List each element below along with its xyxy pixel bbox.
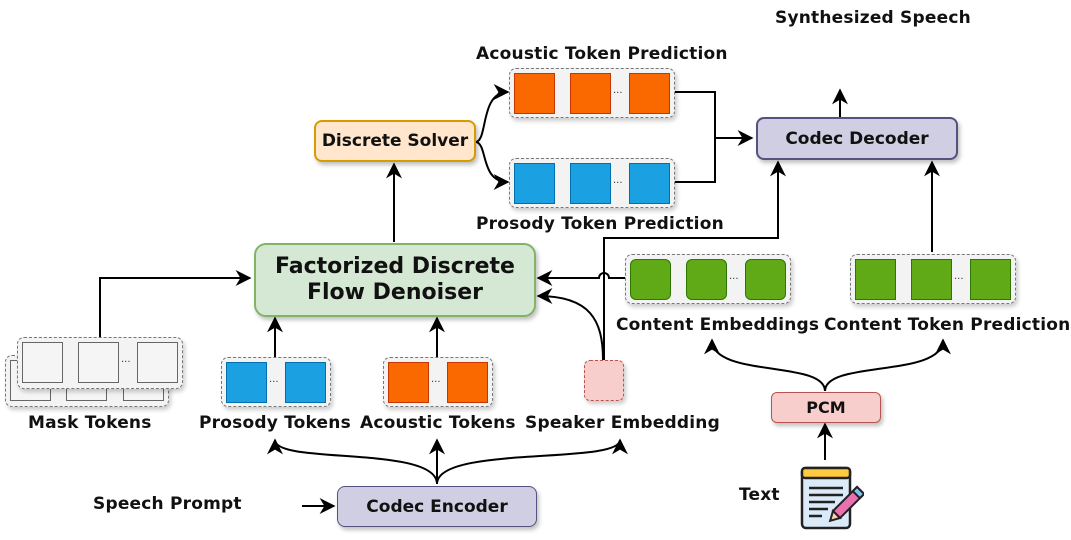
content-token-prediction-label: Content Token Prediction	[824, 315, 1071, 335]
content-embedding	[745, 259, 786, 300]
wire-mask-to-denoiser	[99, 270, 252, 337]
ellipsis: ...	[729, 271, 739, 282]
content-token	[911, 259, 952, 300]
wire-speaker-to-denoiser	[536, 288, 604, 361]
ellipsis: ...	[613, 85, 623, 96]
codec-decoder-box: Codec Decoder	[756, 117, 958, 160]
codec-encoder-label: Codec Encoder	[366, 496, 508, 517]
wire-speaker-to-decoder	[603, 160, 786, 360]
mask-tokens-label: Mask Tokens	[28, 413, 152, 433]
wire-encoder-to-speaker	[436, 438, 628, 485]
prosody-tokens-label: Prosody Tokens	[199, 413, 351, 433]
speech-prompt-label: Speech Prompt	[93, 494, 242, 514]
wire-content-to-denoiser	[536, 270, 625, 286]
wire-solver-to-acoustic	[475, 84, 510, 143]
acoustic-token	[388, 362, 429, 403]
codec-encoder-box: Codec Encoder	[337, 486, 537, 527]
acoustic-token	[447, 362, 488, 403]
prosody-token	[514, 163, 555, 204]
wire-encoder-to-prosody	[267, 438, 438, 485]
content-embeddings-label: Content Embeddings	[616, 315, 820, 335]
prosody-tokens-group: ...	[221, 357, 331, 407]
content-token	[855, 259, 896, 300]
mask-token	[78, 342, 119, 383]
ellipsis: ...	[269, 374, 279, 385]
content-embedding	[686, 259, 727, 300]
denoiser-label-line2: Flow Denoiser	[306, 280, 484, 305]
discrete-solver-label: Discrete Solver	[321, 131, 469, 151]
notepad-pencil-icon	[800, 466, 864, 530]
synthesized-speech-label: Synthesized Speech	[775, 8, 971, 28]
acoustic-token	[629, 73, 670, 114]
prosody-token	[629, 163, 670, 204]
acoustic-token	[514, 73, 555, 114]
content-token-prediction-group: ...	[850, 254, 1016, 304]
discrete-solver-box: Discrete Solver	[314, 120, 476, 162]
ellipsis: ...	[613, 175, 623, 186]
wire-solver-to-prosody	[475, 141, 510, 190]
codec-decoder-label: Codec Decoder	[785, 128, 929, 149]
mask-token	[137, 342, 178, 383]
pcm-box: PCM	[771, 392, 881, 423]
prosody-token	[570, 163, 611, 204]
acoustic-tokens-group: ...	[383, 357, 493, 407]
ellipsis: ...	[121, 354, 131, 365]
speaker-embedding-token	[584, 360, 624, 401]
speaker-embedding-label: Speaker Embedding	[525, 413, 720, 433]
prosody-token	[226, 362, 267, 403]
content-embeddings-group: ...	[625, 254, 791, 304]
prosody-token	[285, 362, 326, 403]
ellipsis: ...	[954, 271, 964, 282]
acoustic-token	[570, 73, 611, 114]
ellipsis: ...	[431, 374, 441, 385]
wire-pcm-to-content-pred	[824, 338, 951, 392]
mask-token	[22, 342, 63, 383]
wire-pcm-to-content-emb	[704, 338, 826, 392]
content-token	[970, 259, 1011, 300]
mask-tokens-group: ...	[17, 337, 183, 389]
content-embedding	[630, 259, 671, 300]
factorized-discrete-flow-denoiser-box: Factorized Discrete Flow Denoiser	[254, 243, 536, 317]
prosody-token-prediction-label: Prosody Token Prediction	[476, 214, 724, 234]
acoustic-token-prediction-group: ...	[509, 68, 675, 118]
sound-wave-icon	[250, 481, 296, 531]
denoiser-label-line1: Factorized Discrete	[275, 253, 515, 279]
prosody-token-prediction-group: ...	[509, 158, 675, 208]
text-label: Text	[739, 485, 780, 505]
sound-wave-icon	[809, 34, 873, 84]
acoustic-token-prediction-label: Acoustic Token Prediction	[476, 44, 728, 64]
pcm-label: PCM	[806, 398, 846, 417]
wire-acoustic-pred-to-decoder	[675, 91, 716, 183]
acoustic-tokens-label: Acoustic Tokens	[360, 413, 516, 433]
